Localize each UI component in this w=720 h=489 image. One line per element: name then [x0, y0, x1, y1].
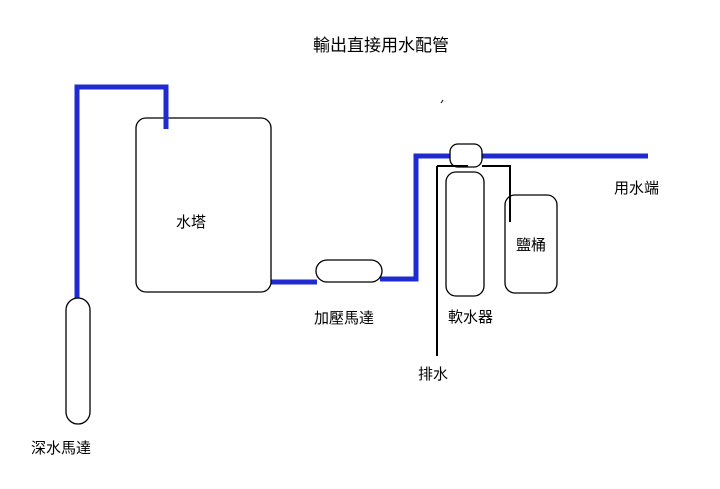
- label-water-tower: 水塔: [176, 213, 206, 231]
- label-water-softener: 軟水器: [448, 308, 493, 326]
- stray-mark: [440, 99, 444, 104]
- booster-pump: [315, 259, 383, 283]
- pipe-well-to-tower: [74, 84, 169, 300]
- label-booster-pump: 加壓馬達: [314, 309, 374, 327]
- water-softener: [445, 171, 485, 297]
- label-outlet: 用水端: [614, 179, 659, 197]
- brine-tank-line: [482, 165, 511, 222]
- label-brine-tank: 鹽桶: [516, 236, 546, 254]
- water-pipes: [74, 84, 648, 300]
- softener-valve-head: [449, 143, 483, 168]
- water-tower: [135, 117, 272, 293]
- deep-well-pump: [65, 297, 91, 425]
- diagram-title: 輸出直接用水配管: [313, 36, 449, 56]
- brine-tank: [504, 194, 558, 294]
- pipe-booster-to-softener: [380, 153, 450, 282]
- control-lines: [436, 165, 511, 356]
- label-drain: 排水: [418, 365, 448, 383]
- label-deep-well-pump: 深水馬達: [31, 439, 91, 457]
